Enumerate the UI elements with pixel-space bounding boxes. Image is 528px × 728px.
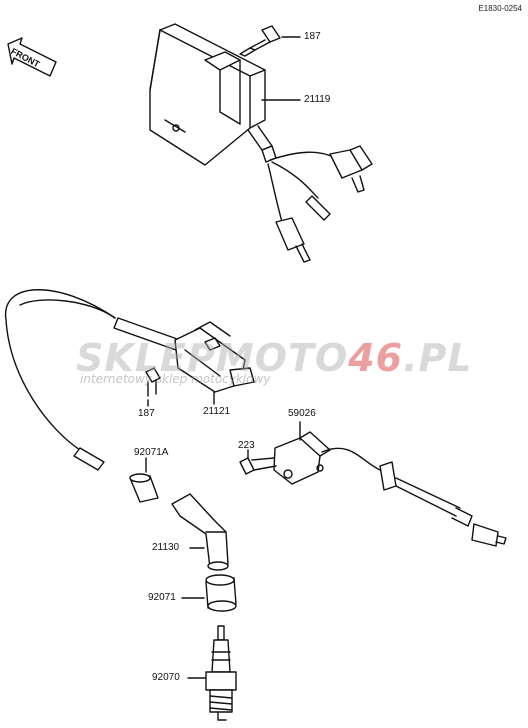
front-arrow-icon	[7, 37, 57, 77]
ht-lead	[5, 289, 181, 471]
ignition-coil	[174, 321, 255, 393]
bolt-coil	[145, 367, 161, 397]
label-21119: 21119	[304, 94, 331, 105]
label-92071: 92071	[148, 592, 176, 603]
plug-cap	[171, 493, 229, 571]
pickup-coil	[273, 431, 507, 547]
small-cap	[129, 473, 159, 503]
watermark-brand: SKLEPMOTO46.PL	[76, 336, 473, 380]
boot	[205, 574, 237, 612]
label-92070: 92070	[152, 672, 180, 683]
igniter-unit	[149, 23, 373, 263]
label-223: 223	[238, 440, 255, 451]
watermark-tagline: internetowy sklep motocyklowy	[80, 372, 271, 386]
label-21130: 21130	[152, 542, 180, 553]
spark-plug	[205, 625, 237, 721]
label-92071A: 92071A	[134, 447, 169, 458]
label-59026: 59026	[288, 408, 316, 419]
diagram-code: E1830-0254	[478, 4, 522, 13]
screw	[239, 457, 277, 475]
label-21121: 21121	[203, 406, 231, 417]
label-187-coil: 187	[138, 408, 155, 419]
label-187-top: 187	[304, 31, 321, 42]
bolt-top	[239, 25, 281, 57]
